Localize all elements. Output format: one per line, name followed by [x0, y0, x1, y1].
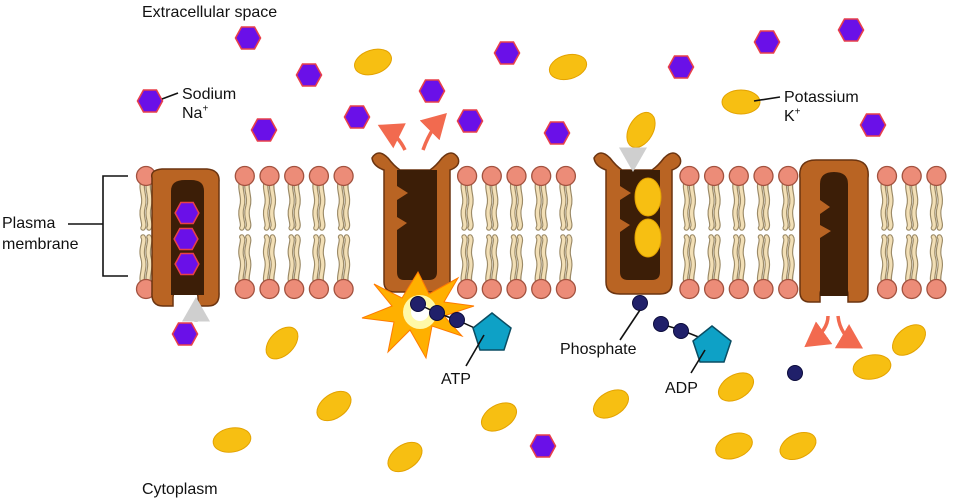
plasma-label-line2: membrane: [2, 236, 79, 253]
atp-label: ATP: [441, 371, 471, 388]
adp-molecule: [653, 316, 732, 374]
lipid-upper: [729, 167, 748, 229]
lipid-upper: [507, 167, 526, 229]
lipid-lower: [260, 237, 279, 299]
potassium-label: Potassium: [784, 88, 859, 107]
phosphate-label: Phosphate: [560, 341, 637, 358]
lipid-lower: [458, 237, 477, 299]
lipid-lower: [902, 237, 921, 299]
lipid-lower: [927, 237, 946, 299]
lipid-upper: [680, 167, 699, 229]
lipid-lower: [309, 237, 328, 299]
atp-molecule: [410, 296, 512, 367]
sodium-charge: +: [202, 103, 209, 115]
lipid-upper: [754, 167, 773, 229]
lipid-lower: [556, 237, 575, 299]
lipid-upper: [309, 167, 328, 229]
potassium-charge: +: [794, 106, 801, 118]
lipid-upper: [556, 167, 575, 229]
lipid-lower: [285, 237, 304, 299]
lipid-upper: [902, 167, 921, 229]
sodium-label: Sodium: [182, 85, 236, 104]
lipid-lower: [532, 237, 551, 299]
lipid-upper: [260, 167, 279, 229]
potassium-symbol: K: [784, 108, 795, 125]
bound-potassium-ions: [634, 177, 662, 258]
sodium-symbol-label: Na+: [182, 104, 208, 123]
potassium-symbol-label: K+: [784, 107, 801, 126]
lipid-upper: [334, 167, 353, 229]
released-phosphate: [787, 365, 803, 381]
potassium-name: Potassium: [784, 89, 859, 106]
lipid-lower: [754, 237, 773, 299]
pump-protein-2: [371, 152, 460, 293]
sodium-name: Sodium: [182, 86, 237, 103]
release-arrows: [377, 113, 864, 349]
lipid-upper: [285, 167, 304, 229]
lipid-lower: [705, 237, 724, 299]
lipid-upper: [532, 167, 551, 229]
lipid-lower: [680, 237, 699, 299]
cytoplasm-label: Cytoplasm: [142, 481, 218, 498]
lipid-upper: [235, 167, 254, 229]
lipid-upper: [482, 167, 501, 229]
membrane-bracket: [68, 175, 128, 277]
leader-lines: [161, 92, 781, 102]
extracellular-space-label: Extracellular space: [142, 4, 278, 21]
lipid-lower: [878, 237, 897, 299]
pump-protein-4: [799, 159, 869, 303]
pump-protein-3: [593, 152, 682, 295]
adp-label: ADP: [665, 380, 698, 397]
lipid-lower: [334, 237, 353, 299]
sodium-symbol: Na: [182, 105, 203, 122]
entry-arrows: [182, 147, 647, 322]
lipid-lower: [507, 237, 526, 299]
lipid-lower: [482, 237, 501, 299]
lipid-lower: [235, 237, 254, 299]
phosphate-group: [619, 295, 648, 341]
lipid-upper: [458, 167, 477, 229]
lipid-upper: [927, 167, 946, 229]
lipid-upper: [878, 167, 897, 229]
plasma-label-line1: Plasma: [2, 215, 56, 232]
lipid-lower: [729, 237, 748, 299]
lipid-upper: [705, 167, 724, 229]
bound-sodium-ions: [173, 201, 200, 276]
lipid-upper: [779, 167, 798, 229]
lipid-lower: [779, 237, 798, 299]
